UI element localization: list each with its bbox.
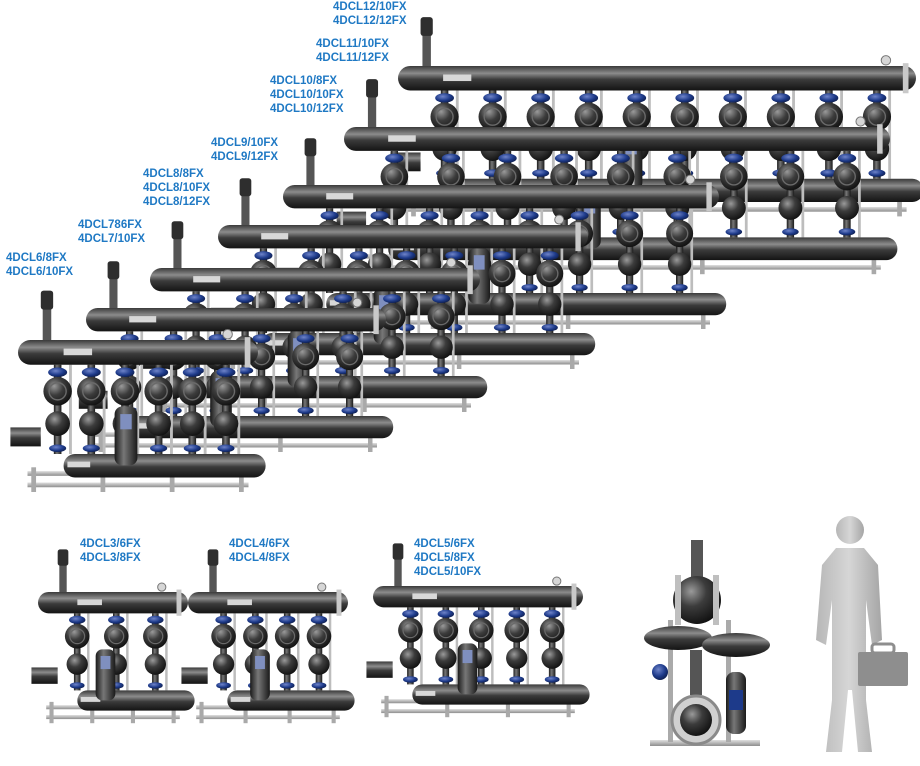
model-label: 4DCL12/10FX bbox=[333, 1, 407, 13]
model-label: 4DCL6/8FX bbox=[6, 252, 67, 264]
model-labels-dcl10: 4DCL10/8FX 4DCL10/10FX 4DCL10/12FX bbox=[270, 74, 344, 116]
filter-unit bbox=[181, 549, 355, 724]
model-label: 4DCL10/12FX bbox=[270, 103, 344, 115]
model-labels-dcl4: 4DCL4/6FX 4DCL4/8FX bbox=[229, 537, 290, 565]
model-label: 4DCL12/12FX bbox=[333, 15, 407, 27]
model-label: 4DCL8/12FX bbox=[143, 196, 211, 208]
compact-filter-unit bbox=[644, 540, 770, 746]
model-labels-dcl3: 4DCL3/6FX 4DCL3/8FX bbox=[80, 537, 141, 565]
model-label: 4DCL8/8FX bbox=[143, 168, 204, 180]
model-labels-dcl12: 4DCL12/10FX 4DCL12/12FX bbox=[333, 0, 407, 28]
model-labels-dcl7: 4DCL786FX 4DCL7/10FX bbox=[78, 218, 145, 246]
model-label: 4DCL4/8FX bbox=[229, 552, 290, 564]
model-label: 4DCL10/10FX bbox=[270, 89, 344, 101]
model-labels-dcl5: 4DCL5/6FX 4DCL5/8FX 4DCL5/10FX bbox=[414, 537, 481, 579]
model-label: 4DCL3/6FX bbox=[80, 538, 141, 550]
filter-unit bbox=[366, 543, 590, 718]
model-labels-dcl9: 4DCL9/10FX 4DCL9/12FX bbox=[211, 136, 278, 164]
model-labels-dcl6: 4DCL6/8FX 4DCL6/10FX bbox=[6, 251, 73, 279]
model-label: 4DCL7/10FX bbox=[78, 233, 146, 245]
model-label: 4DCL786FX bbox=[78, 219, 142, 231]
model-label: 4DCL11/10FX bbox=[316, 38, 389, 50]
model-label: 4DCL5/6FX bbox=[414, 538, 475, 550]
model-label: 4DCL3/8FX bbox=[80, 552, 141, 564]
model-label: 4DCL5/10FX bbox=[414, 566, 482, 578]
model-label: 4DCL11/12FX bbox=[316, 52, 389, 64]
model-label: 4DCL8/10FX bbox=[143, 182, 211, 194]
filter-unit bbox=[31, 549, 195, 724]
model-labels-dcl11: 4DCL11/10FX 4DCL11/12FX bbox=[316, 37, 389, 65]
person-silhouette bbox=[816, 516, 908, 752]
model-label: 4DCL6/10FX bbox=[6, 266, 74, 278]
model-label: 4DCL5/8FX bbox=[414, 552, 475, 564]
model-label: 4DCL9/12FX bbox=[211, 151, 279, 163]
model-label: 4DCL4/6FX bbox=[229, 538, 290, 550]
filter-unit bbox=[10, 290, 266, 492]
model-labels-dcl8: 4DCL8/8FX 4DCL8/10FX 4DCL8/12FX bbox=[143, 167, 210, 209]
model-label: 4DCL9/10FX bbox=[211, 137, 279, 149]
model-label: 4DCL10/8FX bbox=[270, 75, 338, 87]
